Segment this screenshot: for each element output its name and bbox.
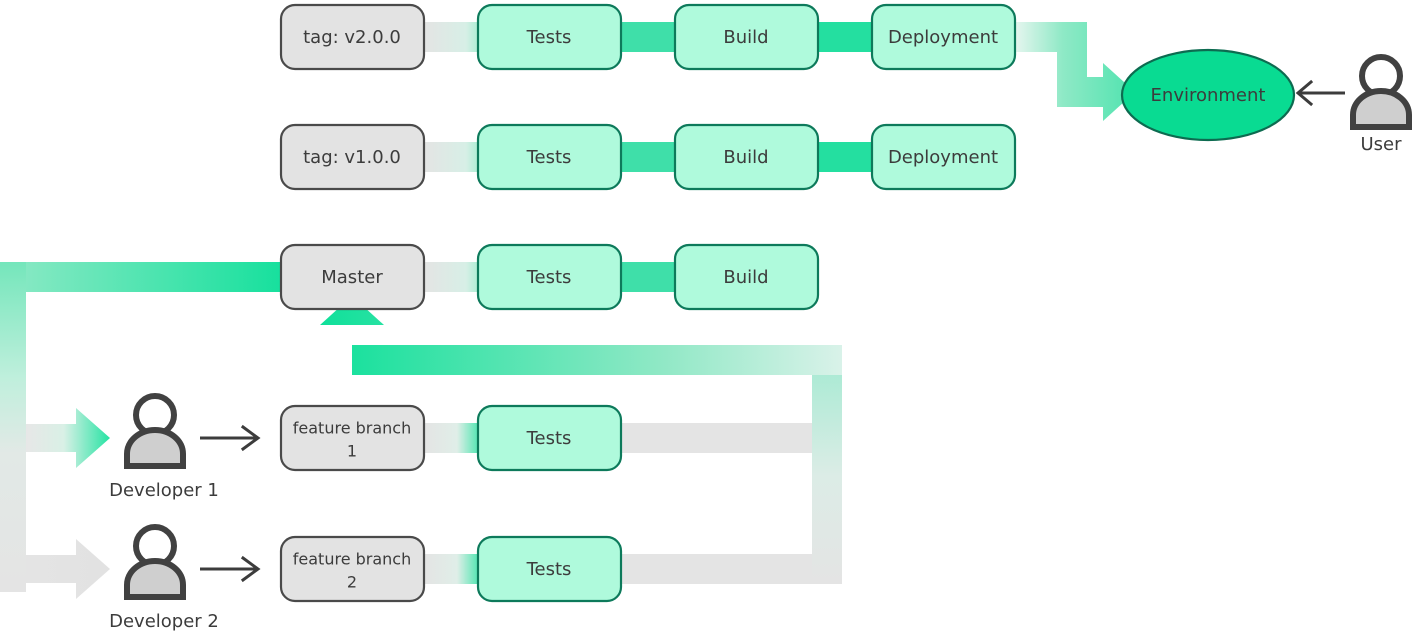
node-tests-release-v1[interactable]: Tests (476, 123, 623, 191)
flow-row-master (0, 262, 678, 292)
branch-distribution-band (0, 262, 110, 599)
node-build-master[interactable]: Build (673, 243, 820, 311)
node-label: Deployment (888, 27, 998, 48)
node-tag-v1[interactable]: tag: v1.0.0 (279, 123, 426, 191)
node-label: Build (723, 147, 768, 168)
person-icon-developer-2 (124, 524, 186, 600)
node-label: Tests (526, 147, 572, 168)
arrow-to-developer-1 (26, 408, 110, 468)
connector-tests1-loop (620, 423, 842, 453)
node-environment[interactable]: Environment (1120, 48, 1296, 142)
node-deployment-release-v1[interactable]: Deployment (870, 123, 1017, 191)
node-label: Deployment (888, 147, 998, 168)
node-feature-branch-2[interactable]: feature branch 2 (279, 535, 426, 603)
connector-build-deployment (816, 142, 876, 172)
left-vertical-band (0, 262, 26, 592)
connector-tests2-loop (620, 554, 842, 584)
node-tests-release-v2[interactable]: Tests (476, 3, 623, 71)
arrow-developer1-to-feature-branch (200, 424, 261, 452)
node-label: Master (321, 267, 383, 288)
loop-riser (812, 345, 842, 584)
node-label: Build (723, 27, 768, 48)
developer-2-label: Developer 2 (109, 611, 219, 632)
node-label: Environment (1151, 85, 1266, 106)
node-label: tag: v1.0.0 (303, 147, 401, 168)
node-label-line2: 2 (347, 573, 357, 592)
node-label: Tests (526, 428, 572, 449)
user-label: User (1360, 134, 1402, 155)
flow-row-release-v1 (424, 142, 876, 172)
node-label: tag: v2.0.0 (303, 27, 401, 48)
node-tests-master[interactable]: Tests (476, 243, 623, 311)
node-label: Tests (526, 27, 572, 48)
connector-master-tests (424, 262, 484, 292)
node-label: Build (723, 267, 768, 288)
arrow-to-developer-2 (26, 539, 110, 599)
node-build-release-v1[interactable]: Build (673, 123, 820, 191)
node-feature-branch-1[interactable]: feature branch 1 (279, 404, 426, 472)
arrow-merge-into-master (320, 296, 842, 375)
merge-loop (320, 296, 842, 584)
node-tag-v2[interactable]: tag: v2.0.0 (279, 3, 426, 71)
arrow-developer2-to-feature-branch (200, 555, 261, 583)
connector-build-deployment (816, 22, 876, 52)
node-tests-feature-2[interactable]: Tests (476, 535, 623, 603)
node-master[interactable]: Master (279, 243, 426, 311)
connector-fb1-tests (424, 423, 484, 453)
node-build-release-v2[interactable]: Build (673, 3, 820, 71)
band-into-master (0, 262, 290, 292)
connector-tag2-tests (424, 22, 484, 52)
node-deployment-release-v2[interactable]: Deployment (870, 3, 1017, 71)
person-icon-developer-1 (124, 393, 186, 469)
connector-tag1-tests (424, 142, 484, 172)
person-icon-user (1350, 54, 1412, 130)
connector-tests-build (620, 142, 678, 172)
node-label-line1: feature branch (293, 550, 411, 569)
connector-tests-build (620, 262, 678, 292)
arrow-deployment-to-environment (1014, 22, 1135, 121)
node-label-line1: feature branch (293, 419, 411, 438)
connector-fb2-tests (424, 554, 484, 584)
connector-tests-build (620, 22, 678, 52)
arrow-user-to-environment (1295, 79, 1345, 107)
node-tests-feature-1[interactable]: Tests (476, 404, 623, 472)
node-label: Tests (526, 559, 572, 580)
node-label-line2: 1 (347, 442, 357, 461)
node-label: Tests (526, 267, 572, 288)
developer-1-label: Developer 1 (109, 480, 219, 501)
flow-row-release-v2 (424, 22, 1135, 121)
